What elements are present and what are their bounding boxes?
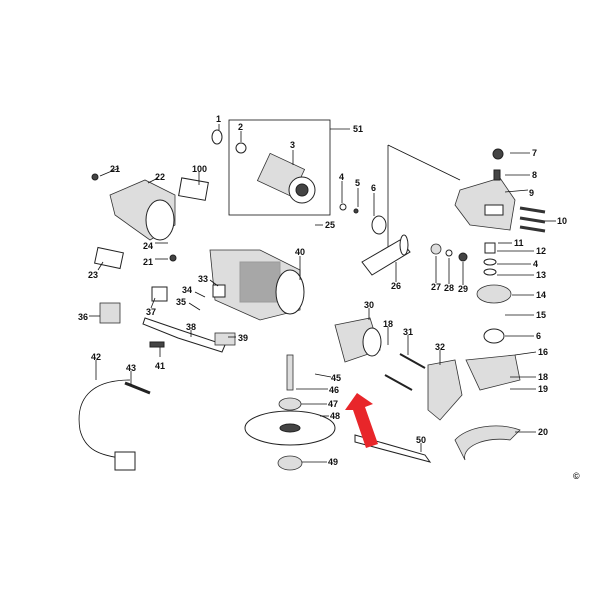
armature-group-box bbox=[228, 119, 331, 216]
part-label: 27 bbox=[431, 282, 441, 292]
part-label: 7 bbox=[532, 148, 537, 158]
label-plate-100 bbox=[178, 177, 209, 201]
highlight-arrow bbox=[345, 393, 378, 448]
part-label: 6 bbox=[536, 331, 541, 341]
part-label: 25 bbox=[325, 220, 335, 230]
brush-37 bbox=[151, 286, 168, 302]
part-label: 5 bbox=[355, 178, 360, 188]
part-label: 49 bbox=[328, 457, 338, 467]
label-plate-23 bbox=[94, 246, 124, 270]
baffle-32 bbox=[427, 359, 463, 421]
spindle-46 bbox=[286, 354, 294, 391]
part-label: 16 bbox=[538, 347, 548, 357]
part-label: 51 bbox=[353, 124, 363, 134]
bolt-31b bbox=[384, 374, 413, 391]
switch-39 bbox=[214, 332, 236, 346]
part-label: 37 bbox=[146, 307, 156, 317]
part-label: 18 bbox=[383, 319, 393, 329]
stator bbox=[334, 317, 382, 363]
part-label: 36 bbox=[78, 312, 88, 322]
part-label: 35 bbox=[176, 297, 186, 307]
copyright-mark: © bbox=[573, 471, 580, 481]
part-label: 4 bbox=[533, 259, 538, 269]
bolt-31 bbox=[399, 353, 426, 369]
part-label: 29 bbox=[458, 284, 468, 294]
part-label: 43 bbox=[126, 363, 136, 373]
part-label: 21 bbox=[143, 257, 153, 267]
part-label: 2 bbox=[238, 122, 243, 132]
plug bbox=[114, 451, 136, 471]
part-label: 33 bbox=[198, 274, 208, 284]
armature bbox=[211, 129, 316, 204]
part-label: 48 bbox=[330, 411, 340, 421]
bearing-6a bbox=[371, 215, 387, 235]
part-label: 34 bbox=[182, 285, 192, 295]
part-label: 14 bbox=[536, 290, 546, 300]
part-label: 26 bbox=[391, 281, 401, 291]
gear-head bbox=[454, 177, 516, 231]
part-label: 31 bbox=[403, 327, 413, 337]
part-label: 38 bbox=[186, 322, 196, 332]
switch-bar bbox=[142, 317, 226, 353]
flange-47 bbox=[278, 397, 302, 411]
part-label: 18 bbox=[538, 372, 548, 382]
part-label: 39 bbox=[238, 333, 248, 343]
part-label: 13 bbox=[536, 270, 546, 280]
part-label: 19 bbox=[538, 384, 548, 394]
part-label: 23 bbox=[88, 270, 98, 280]
part-label: 10 bbox=[557, 216, 567, 226]
power-cord bbox=[78, 379, 131, 459]
part-label: 8 bbox=[532, 170, 537, 180]
part-label: 20 bbox=[538, 427, 548, 437]
part-label: 100 bbox=[192, 164, 207, 174]
spring-41 bbox=[149, 341, 165, 348]
part-label: 40 bbox=[295, 247, 305, 257]
side-handle bbox=[361, 234, 411, 276]
part-label: 12 bbox=[536, 246, 546, 256]
gear-housing bbox=[209, 249, 305, 321]
part-label: 30 bbox=[364, 300, 374, 310]
lock-nut-49 bbox=[277, 455, 303, 471]
part-label: 6 bbox=[371, 183, 376, 193]
part-label: 22 bbox=[155, 172, 165, 182]
part-label: 3 bbox=[290, 140, 295, 150]
bearing-6 bbox=[483, 328, 505, 344]
part-label: 41 bbox=[155, 361, 165, 371]
part-label: 1 bbox=[216, 114, 221, 124]
wheel-guard bbox=[454, 425, 521, 461]
part-label: 11 bbox=[514, 238, 524, 248]
part-label: 28 bbox=[444, 283, 454, 293]
rear-housing bbox=[109, 179, 176, 241]
part-label: 50 bbox=[416, 435, 426, 445]
flange-16 bbox=[465, 354, 521, 391]
part-label: 42 bbox=[91, 352, 101, 362]
part-label: 24 bbox=[143, 241, 153, 251]
part-labels: 1 2 3 51 21 22 100 4 5 6 7 8 9 10 25 11 … bbox=[78, 114, 580, 481]
part-label: 4 bbox=[339, 172, 344, 182]
brush-holder-33 bbox=[212, 284, 226, 298]
switch-36 bbox=[99, 302, 121, 324]
part-label: 46 bbox=[329, 385, 339, 395]
part-label: 45 bbox=[331, 373, 341, 383]
part-label: 9 bbox=[529, 188, 534, 198]
part-label: 15 bbox=[536, 310, 546, 320]
bevel-gear-14 bbox=[476, 284, 512, 304]
part-label: 32 bbox=[435, 342, 445, 352]
cord-sleeve bbox=[124, 381, 151, 395]
part-label: 21 bbox=[110, 164, 120, 174]
part-label: 47 bbox=[328, 399, 338, 409]
